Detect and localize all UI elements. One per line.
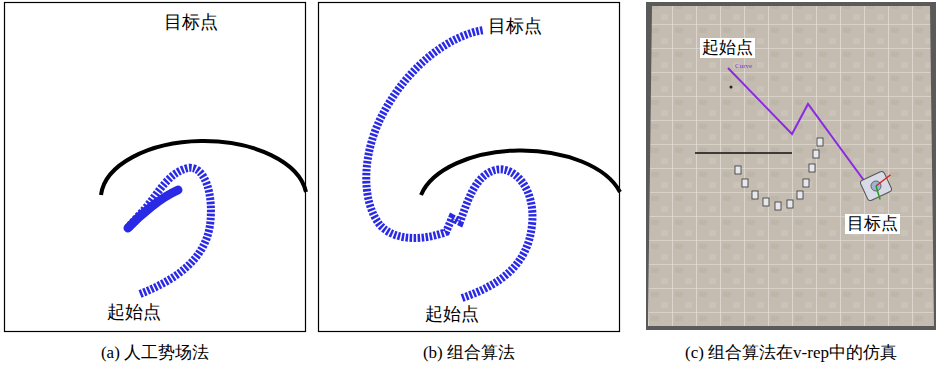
obstacle-box [763, 198, 769, 206]
oscillation [128, 190, 178, 228]
robot-path [728, 68, 868, 186]
scene-background [646, 2, 936, 330]
floor [648, 6, 934, 326]
obstacle-arc [421, 150, 620, 195]
obstacle-box [775, 202, 781, 210]
start-label: 起始点 [425, 304, 479, 325]
start-label: 起始点 [107, 302, 161, 323]
start-label: 起始点 [700, 38, 755, 58]
subcaption: (c) 组合算法在v-rep中的仿真 [685, 343, 897, 363]
obstacle-box [817, 138, 823, 146]
subcaption: (b) 组合算法 [423, 343, 515, 363]
obstacle-box [742, 179, 748, 187]
trajectory [128, 168, 211, 294]
obstacle-arc [101, 141, 306, 195]
obstacle-boxes [735, 138, 823, 210]
obstacle-box [797, 191, 803, 199]
marker [730, 86, 733, 89]
target-label: 目标点 [845, 214, 900, 234]
trajectory [366, 30, 532, 298]
object-name: Curve [735, 62, 752, 70]
floor-edge [695, 152, 792, 154]
obstacle-box [752, 191, 758, 199]
panel-frame [319, 3, 620, 332]
obstacle-box [787, 200, 793, 208]
obstacle-box [809, 164, 815, 172]
target-label: 目标点 [488, 16, 542, 37]
panel-frame [5, 3, 306, 332]
obstacle-box [813, 150, 819, 158]
obstacle-box [803, 179, 809, 187]
obstacle-box [735, 166, 741, 174]
target-label: 目标点 [164, 12, 218, 33]
robot [860, 168, 899, 204]
subcaption: (a) 人工势场法 [101, 343, 209, 363]
